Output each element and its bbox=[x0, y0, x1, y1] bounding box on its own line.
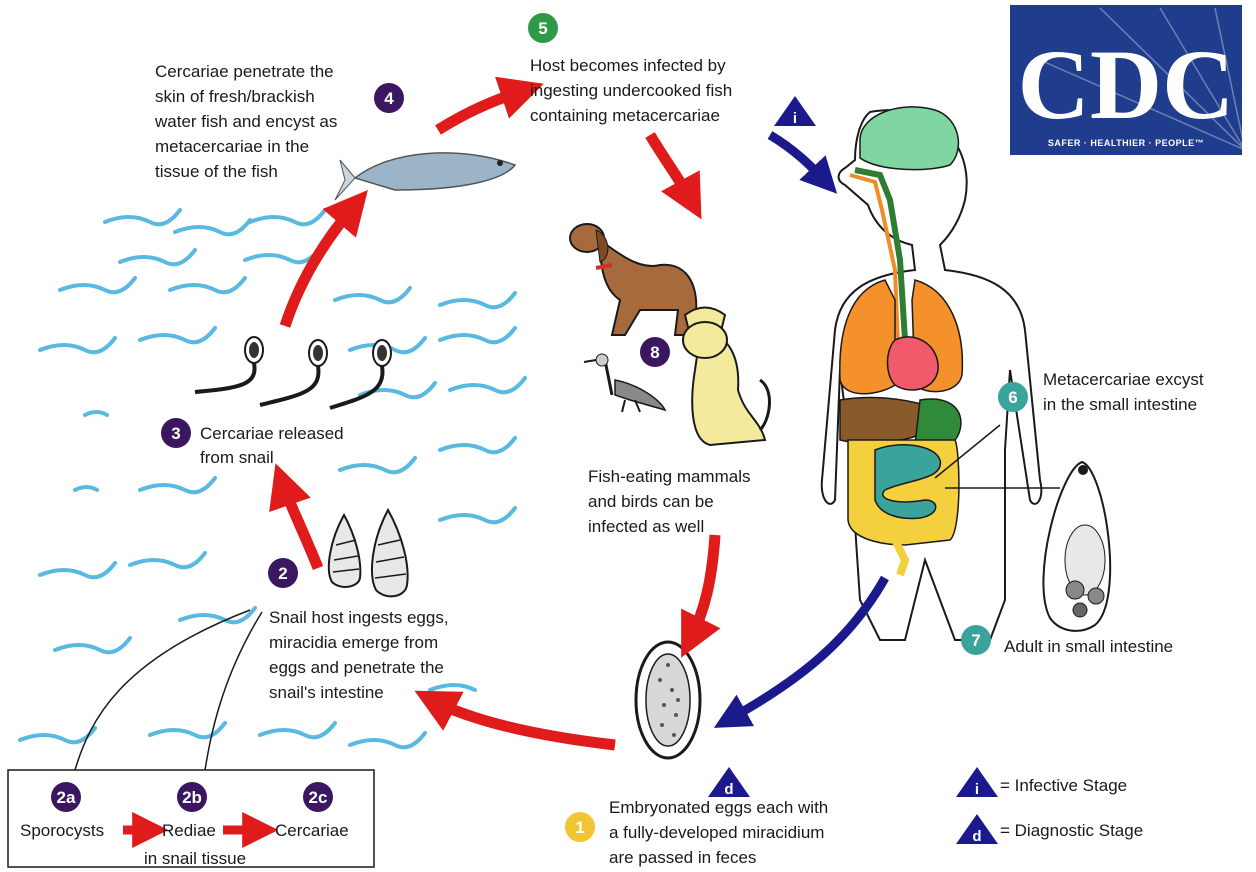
cdc-tagline: SAFER · HEALTHIER · PEOPLE™ bbox=[1048, 138, 1204, 148]
stage-2c-number: 2c bbox=[309, 788, 328, 807]
stage-4-line-1: Cercariae penetrate the bbox=[155, 62, 334, 81]
stage-8-line-3: infected as well bbox=[588, 517, 704, 536]
legend-diagnostic-icon: d bbox=[956, 814, 998, 845]
stage-5-line-1: Host becomes infected by bbox=[530, 56, 726, 75]
dog-icon bbox=[570, 224, 696, 335]
fish-icon bbox=[335, 153, 515, 200]
stage-7-line-1: Adult in small intestine bbox=[1004, 637, 1173, 656]
legend: i = Infective Stage d = Diagnostic Stage bbox=[956, 767, 1143, 845]
cdc-logo: CDC SAFER · HEALTHIER · PEOPLE™ bbox=[1010, 5, 1245, 155]
stage-2-line-3: eggs and penetrate the bbox=[269, 658, 444, 677]
stage-8-number: 8 bbox=[650, 343, 659, 362]
stage-2b-number: 2b bbox=[182, 788, 202, 807]
cercariae-label: Cercariae bbox=[275, 821, 349, 840]
stage-6-line-2: in the small intestine bbox=[1043, 395, 1197, 414]
stage-2-line-4: snail's intestine bbox=[269, 683, 384, 702]
stage-1-line-2: a fully-developed miracidium bbox=[609, 823, 824, 842]
snail-tissue-box: 2a 2b 2c Sporocysts Rediae Cercariae in … bbox=[8, 770, 374, 868]
infective-marker-letter: i bbox=[793, 110, 797, 127]
stage-2-line-1: Snail host ingests eggs, bbox=[269, 608, 449, 627]
stage-7-number: 7 bbox=[971, 631, 980, 650]
stage-4-line-5: tissue of the fish bbox=[155, 162, 278, 181]
stage-1: d 1 Embryonated eggs each with a fully-d… bbox=[565, 767, 828, 867]
stage-3-line-1: Cercariae released bbox=[200, 424, 344, 443]
infective-stage-marker: i bbox=[774, 96, 816, 127]
snail-tissue-caption: in snail tissue bbox=[144, 849, 246, 868]
sporocysts-label: Sporocysts bbox=[20, 821, 104, 840]
stage-3-line-2: from snail bbox=[200, 448, 274, 467]
legend-diagnostic-letter: d bbox=[972, 828, 981, 845]
brain-icon bbox=[860, 107, 958, 170]
legend-infective-icon: i bbox=[956, 767, 998, 798]
human-host bbox=[822, 107, 1060, 640]
cdc-logo-text: CDC bbox=[1018, 29, 1235, 140]
stage-1-number: 1 bbox=[575, 818, 584, 837]
diagnostic-marker-letter: d bbox=[724, 781, 733, 798]
stage-3: 3 Cercariae released from snail bbox=[161, 418, 344, 467]
stage-4-line-2: skin of fresh/brackish bbox=[155, 87, 315, 106]
stage-5-line-3: containing metacercariae bbox=[530, 106, 720, 125]
stage-2-line-2: miracidia emerge from bbox=[269, 633, 438, 652]
stage-2-number: 2 bbox=[278, 564, 287, 583]
stage-5-number: 5 bbox=[538, 19, 547, 38]
stage-6-number: 6 bbox=[1008, 388, 1017, 407]
diagnostic-stage-marker: d bbox=[708, 767, 750, 798]
stage-5-line-2: ingesting undercooked fish bbox=[530, 81, 732, 100]
stage-5: 5 Host becomes infected by ingesting und… bbox=[528, 13, 816, 127]
stage-4: 4 Cercariae penetrate the skin of fresh/… bbox=[154, 62, 404, 181]
snail-icon bbox=[329, 510, 408, 596]
stage-8-line-2: and birds can be bbox=[588, 492, 714, 511]
stage-6-line-1: Metacercariae excyst bbox=[1043, 370, 1204, 389]
stage-4-line-3: water fish and encyst as bbox=[154, 112, 337, 131]
rediae-label: Rediae bbox=[162, 821, 216, 840]
cat-icon bbox=[683, 308, 769, 446]
legend-infective-letter: i bbox=[975, 781, 979, 798]
stage-8-line-1: Fish-eating mammals bbox=[588, 467, 751, 486]
legend-diagnostic-label: = Diagnostic Stage bbox=[1000, 821, 1143, 840]
stage-1-line-1: Embryonated eggs each with bbox=[609, 798, 828, 817]
stage-2a-number: 2a bbox=[57, 788, 76, 807]
stage-3-number: 3 bbox=[171, 424, 180, 443]
stage-4-line-4: metacercariae in the bbox=[155, 137, 309, 156]
liver-icon bbox=[840, 398, 925, 444]
legend-infective-label: = Infective Stage bbox=[1000, 776, 1127, 795]
egg-icon bbox=[636, 642, 700, 758]
stage-4-number: 4 bbox=[384, 89, 394, 108]
stage-1-line-3: are passed in feces bbox=[609, 848, 756, 867]
